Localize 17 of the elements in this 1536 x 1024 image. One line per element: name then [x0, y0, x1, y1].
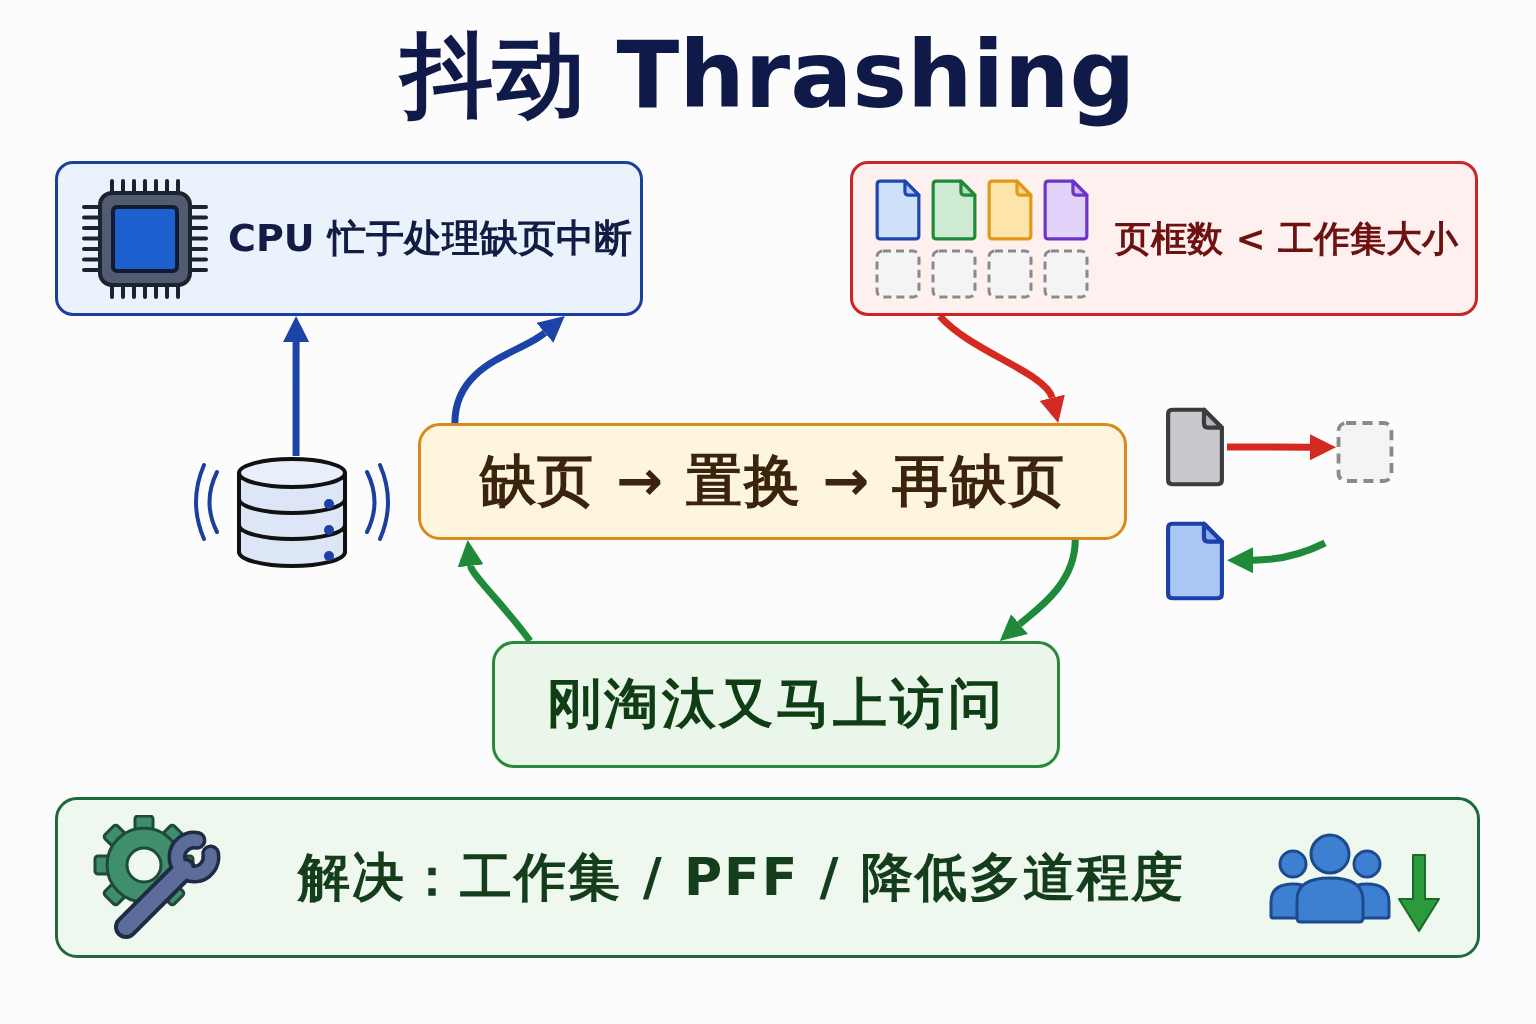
document-icon — [1163, 407, 1227, 487]
box-label: 页框数 < 工作集大小 — [1115, 217, 1459, 260]
heading: 抖动 Thrashing — [400, 21, 1136, 131]
arrow — [999, 539, 1079, 641]
status-box — [55, 161, 643, 316]
document-icon — [1163, 521, 1227, 601]
box-label: CPU 忙于处理缺页中断 — [228, 216, 632, 261]
box-label: 缺页 → 置换 → 再缺页 — [479, 449, 1066, 514]
empty-slot-icon — [1336, 418, 1394, 486]
box-label: 刚淘汰又马上访问 — [547, 673, 1005, 736]
condition-box — [850, 161, 1478, 316]
arrow — [451, 317, 566, 424]
cause-box — [492, 641, 1060, 768]
arrow — [1227, 539, 1327, 574]
solution-panel — [55, 797, 1480, 958]
cycle-box — [418, 423, 1127, 540]
box-label: 解决：工作集 / PFF / 降低多道程度 — [298, 847, 1186, 908]
